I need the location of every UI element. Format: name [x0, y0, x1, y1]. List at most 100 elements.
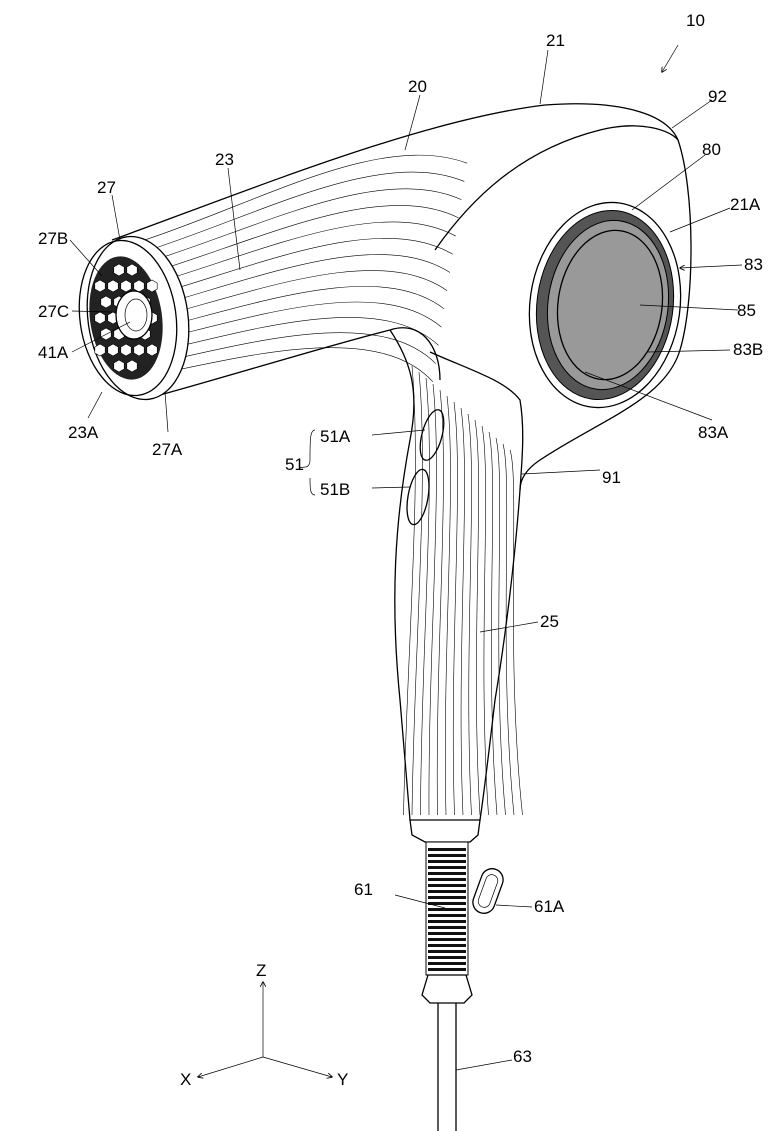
axis-x-label: X — [180, 1070, 191, 1089]
cord-rib — [428, 914, 466, 917]
hatch-line — [502, 443, 515, 816]
hatch-line — [467, 413, 472, 816]
cord-rib — [428, 908, 466, 911]
honeycomb-cell — [120, 343, 132, 357]
label-51A: 51A — [320, 427, 351, 446]
honeycomb-cell — [133, 343, 145, 357]
hatch-line — [403, 365, 416, 816]
cord-rib — [428, 926, 466, 929]
cord-rib — [428, 878, 466, 881]
handle — [389, 329, 524, 821]
cord-rib — [428, 938, 466, 941]
center-85 — [556, 229, 664, 381]
label-23: 23 — [215, 150, 234, 169]
cord-rib — [428, 968, 466, 971]
hatch-line — [154, 301, 442, 342]
honeycomb-cell — [120, 279, 132, 293]
label-21A: 21A — [730, 195, 761, 214]
hatch-line — [509, 449, 523, 816]
hatch-line — [420, 377, 430, 816]
honeycomb-cell — [146, 279, 158, 293]
honeycomb-cell — [94, 311, 106, 325]
label-41A: 41A — [38, 343, 69, 362]
hatch-line — [436, 389, 444, 816]
label-23A: 23A — [68, 423, 99, 442]
label-63: 63 — [513, 1047, 532, 1066]
label-27A: 27A — [152, 440, 183, 459]
cord-rib — [428, 854, 466, 857]
honeycomb-cell — [133, 279, 145, 293]
honeycomb-cell — [100, 295, 112, 309]
label-83B: 83B — [733, 340, 763, 359]
label-61: 61 — [354, 880, 373, 899]
main-body — [389, 103, 692, 491]
axis-z-label: Z — [256, 961, 266, 980]
label-27: 27 — [97, 178, 116, 197]
honeycomb-cell — [146, 343, 158, 357]
label-27C: 27C — [38, 302, 69, 321]
label-61A: 61A — [534, 897, 565, 916]
cord-rib — [428, 950, 466, 953]
label-80: 80 — [702, 140, 721, 159]
hatch-line — [157, 332, 436, 364]
honeycomb-cell — [113, 263, 125, 277]
honeycomb-cell — [107, 343, 119, 357]
hatch-line — [460, 407, 465, 816]
hatch-line — [445, 395, 451, 816]
hatch-line — [481, 425, 489, 816]
rear-disc-80 — [528, 201, 682, 409]
hatch-line — [148, 238, 454, 297]
coordinate-axes: Z X Y — [180, 961, 348, 1089]
hatch-line — [149, 254, 451, 308]
cord-rib — [428, 848, 466, 851]
reference-labels: 10 21 92 20 80 23 21A 27 83 27B 85 27C 4… — [38, 11, 763, 1066]
cord-rib — [428, 920, 466, 923]
cord-rib — [428, 884, 466, 887]
hatch-line — [145, 205, 459, 275]
hatch-line — [428, 383, 437, 816]
hatch-line — [155, 317, 439, 353]
cord-rib — [428, 872, 466, 875]
label-83A: 83A — [698, 423, 729, 442]
honeycomb-cell — [113, 359, 125, 373]
cord-rib — [428, 956, 466, 959]
label-92: 92 — [708, 87, 727, 106]
cord-rib — [428, 944, 466, 947]
axis-y-label: Y — [337, 1070, 348, 1089]
honeycomb-cell — [126, 263, 138, 277]
label-10: 10 — [686, 11, 705, 30]
hatch-line — [474, 419, 481, 816]
label-85: 85 — [737, 301, 756, 320]
hatch-line — [144, 188, 462, 264]
cord-section — [409, 819, 504, 1131]
buttons-51 — [406, 409, 445, 526]
honeycomb-cell — [94, 279, 106, 293]
leader-lines — [69, 44, 743, 1071]
label-51B: 51B — [320, 480, 350, 499]
cord-rib — [428, 860, 466, 863]
cord-rib — [428, 890, 466, 893]
cord-rib — [428, 896, 466, 899]
honeycomb-cell — [126, 359, 138, 373]
label-91: 91 — [602, 468, 621, 487]
label-20: 20 — [408, 77, 427, 96]
cord-rib — [428, 962, 466, 965]
label-21: 21 — [546, 31, 565, 50]
hatch-line — [152, 286, 445, 330]
hatch-line — [147, 221, 456, 286]
hook-61A — [472, 868, 504, 914]
hatch-line — [141, 154, 468, 242]
hatch-line — [488, 431, 498, 816]
hatch-line — [151, 270, 448, 319]
label-51: 51 — [285, 455, 304, 474]
hatch-line — [411, 371, 423, 816]
cord-rib — [428, 866, 466, 869]
button-51A — [419, 409, 445, 461]
hatch-line — [158, 347, 434, 382]
honeycomb-cell — [100, 327, 112, 341]
cord-rib — [428, 902, 466, 905]
hatch-line — [142, 171, 465, 253]
hatch-line — [495, 437, 506, 816]
outlet-41A — [115, 290, 153, 340]
